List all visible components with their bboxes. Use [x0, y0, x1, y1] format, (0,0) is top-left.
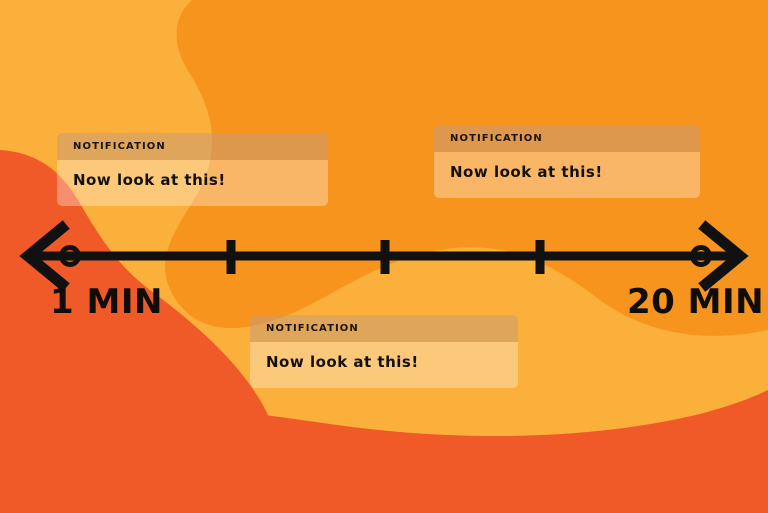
notification-card-header: NOTIFICATION [250, 315, 518, 342]
blob-red-orange-bottom [0, 390, 768, 513]
notification-card-header-label: NOTIFICATION [450, 133, 543, 144]
notification-card-body: Now look at this! [434, 152, 700, 198]
notification-card-message: Now look at this! [450, 163, 603, 181]
notification-card[interactable]: NOTIFICATION Now look at this! [250, 315, 518, 388]
timeline-end-label: 20 MIN [627, 282, 765, 322]
notification-card-body: Now look at this! [57, 160, 328, 206]
timeline-start-label: 1 MIN [50, 282, 163, 322]
notification-card-header: NOTIFICATION [434, 125, 700, 152]
notification-card-header-label: NOTIFICATION [73, 141, 166, 152]
blob-red-orange-corner-right [610, 466, 768, 513]
notification-card[interactable]: NOTIFICATION Now look at this! [434, 125, 700, 198]
arrow-left-icon [19, 220, 70, 292]
arrow-right-icon [698, 220, 749, 292]
notification-card-message: Now look at this! [266, 353, 419, 371]
notification-card-header: NOTIFICATION [57, 133, 328, 160]
timeline-start-marker[interactable] [59, 245, 81, 267]
notification-card-message: Now look at this! [73, 171, 226, 189]
timeline-end-marker[interactable] [690, 245, 712, 267]
notification-card-body: Now look at this! [250, 342, 518, 388]
notification-card-header-label: NOTIFICATION [266, 323, 359, 334]
notification-card[interactable]: NOTIFICATION Now look at this! [57, 133, 328, 206]
